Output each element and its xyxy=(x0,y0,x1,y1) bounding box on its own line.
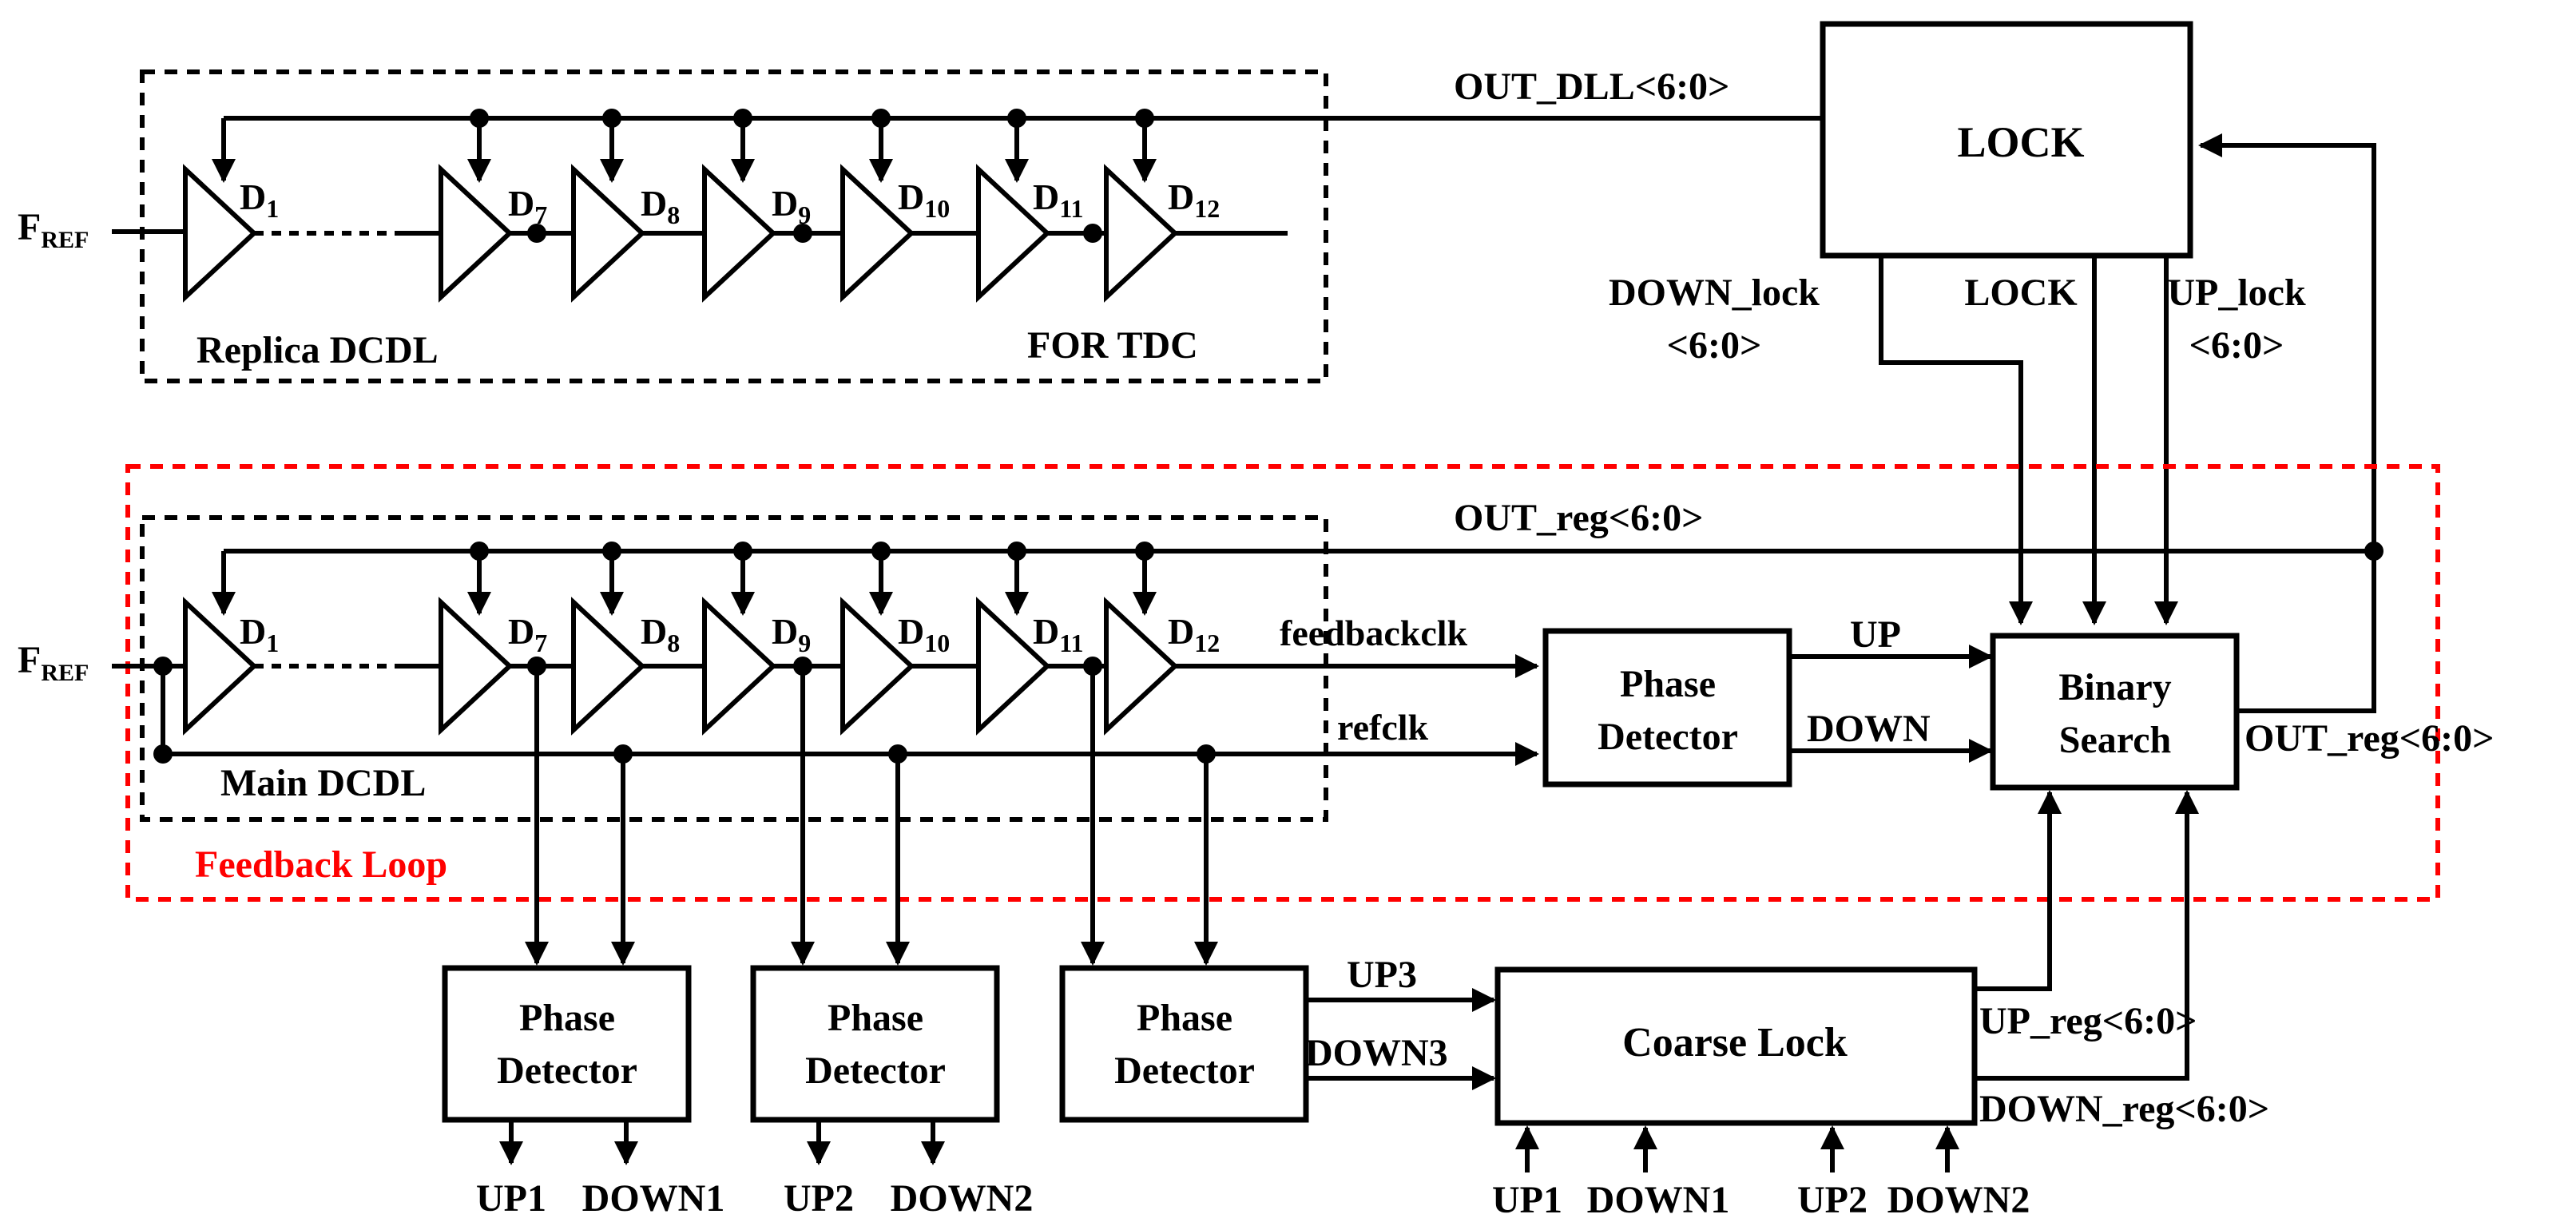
pd1-line2: Detector xyxy=(497,1049,637,1092)
replica-dcdl-title: Replica DCDL xyxy=(196,329,439,371)
lock-signal-label: LOCK xyxy=(1964,272,2077,314)
main-label-d1: D1 xyxy=(240,611,279,657)
phase-detector-2-box xyxy=(750,965,1000,1123)
coarse-in-down2-label: DOWN2 xyxy=(1887,1179,2030,1221)
replica-dcdl-boundary xyxy=(140,69,1328,383)
replica-buffer-d12 xyxy=(1104,164,1179,303)
out-reg-right-label: OUT_reg<6:0> xyxy=(2245,717,2494,760)
main-buffer-d8 xyxy=(571,597,646,736)
replica-buffer-d8 xyxy=(571,164,646,303)
main-label-d12: D12 xyxy=(1168,611,1220,657)
pd2-down2-label: DOWN2 xyxy=(891,1177,1034,1220)
binary-search-box xyxy=(1990,633,2240,791)
phase-detector-3: Phase Detector xyxy=(1059,965,1309,1123)
replica-label-d10: D10 xyxy=(898,177,950,223)
main-buffer-d7 xyxy=(439,597,514,736)
coarse-lock: Coarse Lock xyxy=(1494,966,1978,1126)
refclk-label: refclk xyxy=(1337,707,1429,748)
replica-label-d8: D8 xyxy=(641,183,680,229)
main-phase-detector: Phase Detector xyxy=(1542,628,1792,788)
main-label-d9: D9 xyxy=(772,611,811,657)
out-reg-top-label: OUT_reg<6:0> xyxy=(1454,497,1703,539)
pd3-line1: Phase xyxy=(1137,997,1232,1039)
main-fref-label: FREF xyxy=(18,639,89,686)
lock-box xyxy=(1820,21,2193,259)
replica-label-d9: D9 xyxy=(772,183,811,229)
main-phase-detector-box xyxy=(1542,628,1792,788)
pd1-line1: Phase xyxy=(519,997,615,1039)
coarse-lock-box xyxy=(1494,966,1978,1126)
coarse-in-up2-label: UP2 xyxy=(1797,1179,1868,1221)
main-label-d10: D10 xyxy=(898,611,950,657)
down3-label: DOWN3 xyxy=(1305,1032,1448,1074)
pd1-down1-label: DOWN1 xyxy=(582,1177,725,1220)
replica-label-d12: D12 xyxy=(1168,177,1220,223)
main-label-d11: D11 xyxy=(1033,611,1083,657)
pd2-up2-label: UP2 xyxy=(784,1177,854,1220)
replica-for-tdc-label: FOR TDC xyxy=(1027,324,1198,367)
main-buffer-d9 xyxy=(702,597,777,736)
replica-label-d1: D1 xyxy=(240,177,279,223)
pd2-line2: Detector xyxy=(805,1049,946,1092)
replica-label-d7: D7 xyxy=(508,183,547,229)
feedback-loop-boundary xyxy=(125,464,2440,902)
phase-detector-1: Phase Detector xyxy=(442,965,692,1123)
replica-buffer-d7 xyxy=(439,164,514,303)
replica-dcdl: FREF xyxy=(18,69,1823,383)
lock-title: LOCK xyxy=(1957,118,2084,166)
main-pd-down-label: DOWN xyxy=(1807,708,1931,750)
main-dcdl-title: Main DCDL xyxy=(220,762,426,804)
coarse-lock-title: Coarse Lock xyxy=(1622,1020,1848,1065)
down-lock-label: DOWN_lock xyxy=(1609,272,1820,314)
main-buffer-d12 xyxy=(1104,597,1179,736)
binary-search-line2: Search xyxy=(2059,719,2171,761)
up3-label: UP3 xyxy=(1347,954,1417,996)
feedback-loop-label: Feedback Loop xyxy=(195,843,447,886)
feedbackclk-label: feedbackclk xyxy=(1280,613,1468,653)
up-reg-label: UP_reg<6:0> xyxy=(1979,1000,2197,1042)
pd1-up1-label: UP1 xyxy=(476,1177,546,1220)
main-label-d8: D8 xyxy=(641,611,680,657)
up-lock-label: UP_lock xyxy=(2167,272,2306,314)
replica-fref-label: FREF xyxy=(18,206,89,253)
main-pd-line2: Detector xyxy=(1598,716,1738,758)
coarse-in-down1-label: DOWN1 xyxy=(1587,1179,1730,1221)
down-reg-label: DOWN_reg<6:0> xyxy=(1979,1088,2269,1130)
lock-block: LOCK xyxy=(1820,21,2193,259)
binary-search-line1: Binary xyxy=(2058,666,2171,708)
main-buffer-d1 xyxy=(183,597,258,736)
phase-detector-1-box xyxy=(442,965,692,1123)
out-dll-bus-label: OUT_DLL<6:0> xyxy=(1454,65,1729,108)
main-pd-line1: Phase xyxy=(1620,663,1716,705)
replica-label-d11: D11 xyxy=(1033,177,1083,223)
up-lock-bus-label: <6:0> xyxy=(2189,324,2284,367)
phase-detector-2: Phase Detector xyxy=(750,965,1000,1123)
main-dcdl: FREF xyxy=(18,515,2383,822)
replica-buffer-d1 xyxy=(183,164,258,303)
pd2-line1: Phase xyxy=(828,997,923,1039)
replica-buffer-d9 xyxy=(702,164,777,303)
main-label-d7: D7 xyxy=(508,611,547,657)
binary-search: Binary Search xyxy=(1990,633,2240,791)
phase-detector-3-box xyxy=(1059,965,1309,1123)
coarse-in-up1-label: UP1 xyxy=(1492,1179,1562,1221)
down-lock-bus-label: <6:0> xyxy=(1667,324,1762,367)
main-pd-up-label: UP xyxy=(1850,613,1901,656)
pd3-line2: Detector xyxy=(1114,1049,1255,1092)
